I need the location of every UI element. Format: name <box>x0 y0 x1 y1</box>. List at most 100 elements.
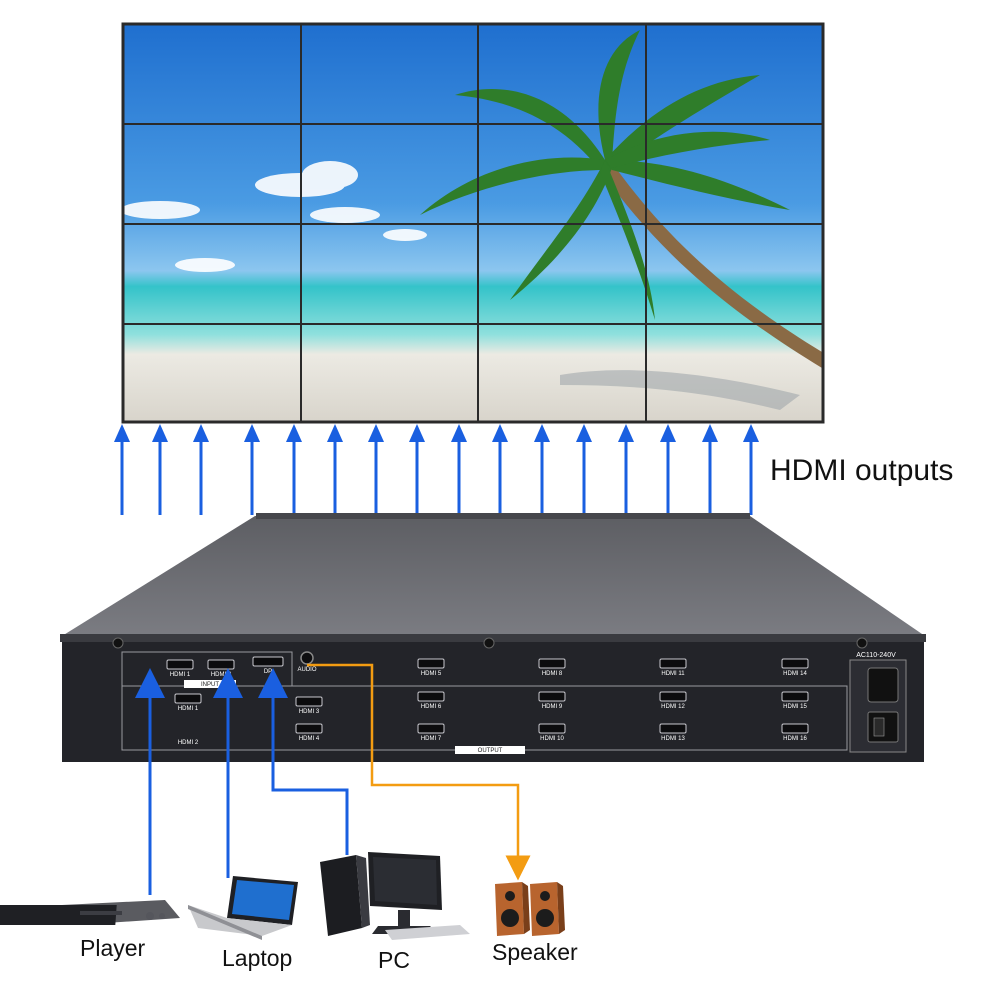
hdmi-port-icon[interactable] <box>295 696 323 707</box>
output-port-hdmi16[interactable]: HDMI 16 <box>781 723 809 742</box>
arrow-head-icon <box>244 424 260 442</box>
video-wall <box>120 22 825 424</box>
hdmi-port-icon[interactable] <box>659 691 687 702</box>
port-label: HDMI 15 <box>783 704 807 710</box>
output-port-hdmi6[interactable]: HDMI 6 <box>417 691 445 710</box>
arrow-head-icon <box>576 424 592 442</box>
port-label: HDMI 8 <box>542 671 563 677</box>
port-label: HDMI 7 <box>421 736 442 742</box>
arrow-head-icon <box>152 424 168 442</box>
screw-icon <box>856 637 868 649</box>
speaker-device-icon <box>495 882 565 936</box>
port-label: HDMI 2 <box>211 672 232 678</box>
port-label: HDMI 12 <box>661 704 685 710</box>
hdmi-port-icon[interactable] <box>538 658 566 669</box>
output-port-hdmi14[interactable]: HDMI 14 <box>781 658 809 677</box>
hdmi-port-icon[interactable] <box>781 691 809 702</box>
port-label: HDMI 1 <box>178 706 199 712</box>
chassis-rear-edge <box>256 513 750 519</box>
output-port-hdmi3[interactable]: HDMI 3 <box>295 696 323 715</box>
hdmi-port-icon[interactable] <box>538 723 566 734</box>
hdmi-outputs-label: HDMI outputs <box>770 454 954 487</box>
laptop-label: Laptop <box>222 945 293 971</box>
input-port-hdmi1[interactable]: HDMI 1 <box>166 659 194 678</box>
port-label: DP <box>264 669 272 675</box>
output-port-hdmi12[interactable]: HDMI 12 <box>659 691 687 710</box>
hdmi-port-icon[interactable] <box>166 659 194 670</box>
port-label: HDMI 10 <box>540 736 564 742</box>
output-port-hdmi1[interactable]: HDMI 1 <box>174 693 202 712</box>
output-port-hdmi4[interactable]: HDMI 4 <box>295 723 323 742</box>
hdmi-port-icon[interactable] <box>781 658 809 669</box>
port-label: HDMI 3 <box>299 709 320 715</box>
wall-bezels <box>123 24 823 422</box>
output-port-hdmi7[interactable]: HDMI 7 <box>417 723 445 742</box>
power-rating-label: AC110-240V <box>856 652 896 659</box>
arrow-head-icon <box>409 424 425 442</box>
pc-device-icon <box>320 852 470 940</box>
arrow-head-icon <box>492 424 508 442</box>
output-port-hdmi9[interactable]: HDMI 9 <box>538 691 566 710</box>
wall-frame <box>121 22 825 424</box>
input-section-tag <box>184 680 236 688</box>
power-socket[interactable] <box>867 667 899 703</box>
output-port-hdmi15[interactable]: HDMI 15 <box>781 691 809 710</box>
input-port-hdmi2[interactable]: HDMI 2 <box>207 659 235 678</box>
port-label: HDMI 14 <box>783 671 807 677</box>
hdmi-port-icon[interactable] <box>538 691 566 702</box>
output-port-hdmi13[interactable]: HDMI 13 <box>659 723 687 742</box>
hdmi-port-icon[interactable] <box>417 691 445 702</box>
output-port-hdmi11[interactable]: HDMI 11 <box>659 658 687 677</box>
input-section-label: INPUT <box>201 682 219 688</box>
output-port-hdmi8[interactable]: HDMI 8 <box>538 658 566 677</box>
port-label: HDMI 4 <box>299 736 320 742</box>
port-label: HDMI 11 <box>661 671 685 677</box>
port-label: HDMI 5 <box>421 671 442 677</box>
hdmi-port-icon[interactable] <box>252 656 284 667</box>
output-port-hdmi10[interactable]: HDMI 10 <box>538 723 566 742</box>
speaker-label: Speaker <box>492 939 578 965</box>
output-section-tag <box>455 746 525 754</box>
port-label: HDMI 2 <box>178 740 199 746</box>
port-label: HDMI 13 <box>661 736 685 742</box>
arrow-head-icon <box>368 424 384 442</box>
hdmi-port-icon[interactable] <box>417 658 445 669</box>
switch-rocker[interactable] <box>873 717 885 737</box>
laptop-device-icon <box>188 876 298 940</box>
output-section-label: OUTPUT <box>478 748 503 754</box>
arrow-head-icon <box>618 424 634 442</box>
port-label: HDMI 1 <box>170 672 191 678</box>
player-label: Player <box>80 935 146 961</box>
hdmi-port-icon[interactable] <box>174 693 202 704</box>
pc-to-dp-line <box>258 668 349 855</box>
audio-to-speaker-line <box>307 663 531 881</box>
port-label: HDMI 9 <box>542 704 563 710</box>
arrow-head-icon <box>114 424 130 442</box>
arrow-head-icon <box>743 424 759 442</box>
screw-icon <box>112 637 124 649</box>
hdmi-port-icon[interactable] <box>295 723 323 734</box>
hdmi-port-icon[interactable] <box>417 723 445 734</box>
chassis-front-panel <box>62 642 924 762</box>
connection-lines <box>135 663 531 895</box>
arrow-head-icon <box>702 424 718 442</box>
arrow-head-icon <box>286 424 302 442</box>
arrow-head-icon <box>193 424 209 442</box>
arrow-head-icon <box>327 424 343 442</box>
arrow-head-icon <box>660 424 676 442</box>
screw-icon <box>483 637 495 649</box>
hdmi-port-icon[interactable] <box>781 723 809 734</box>
arrow-head-icon <box>534 424 550 442</box>
audio-jack[interactable] <box>300 651 314 665</box>
output-port-hdmi5[interactable]: HDMI 5 <box>417 658 445 677</box>
pc-label: PC <box>378 947 410 973</box>
hdmi-port-icon[interactable] <box>659 723 687 734</box>
player-device-icon <box>0 900 180 925</box>
hdmi-port-icon[interactable] <box>659 658 687 669</box>
chassis-lip <box>60 634 926 642</box>
hdmi-port-icon[interactable] <box>207 659 235 670</box>
port-label: HDMI 16 <box>783 736 807 742</box>
hdmi-output-arrows <box>114 424 759 515</box>
video-wall-controller: INPUT OUTPUT HDMI 1 HDMI 2 DP HDMI 1 HDMI 2 H… <box>60 513 926 762</box>
